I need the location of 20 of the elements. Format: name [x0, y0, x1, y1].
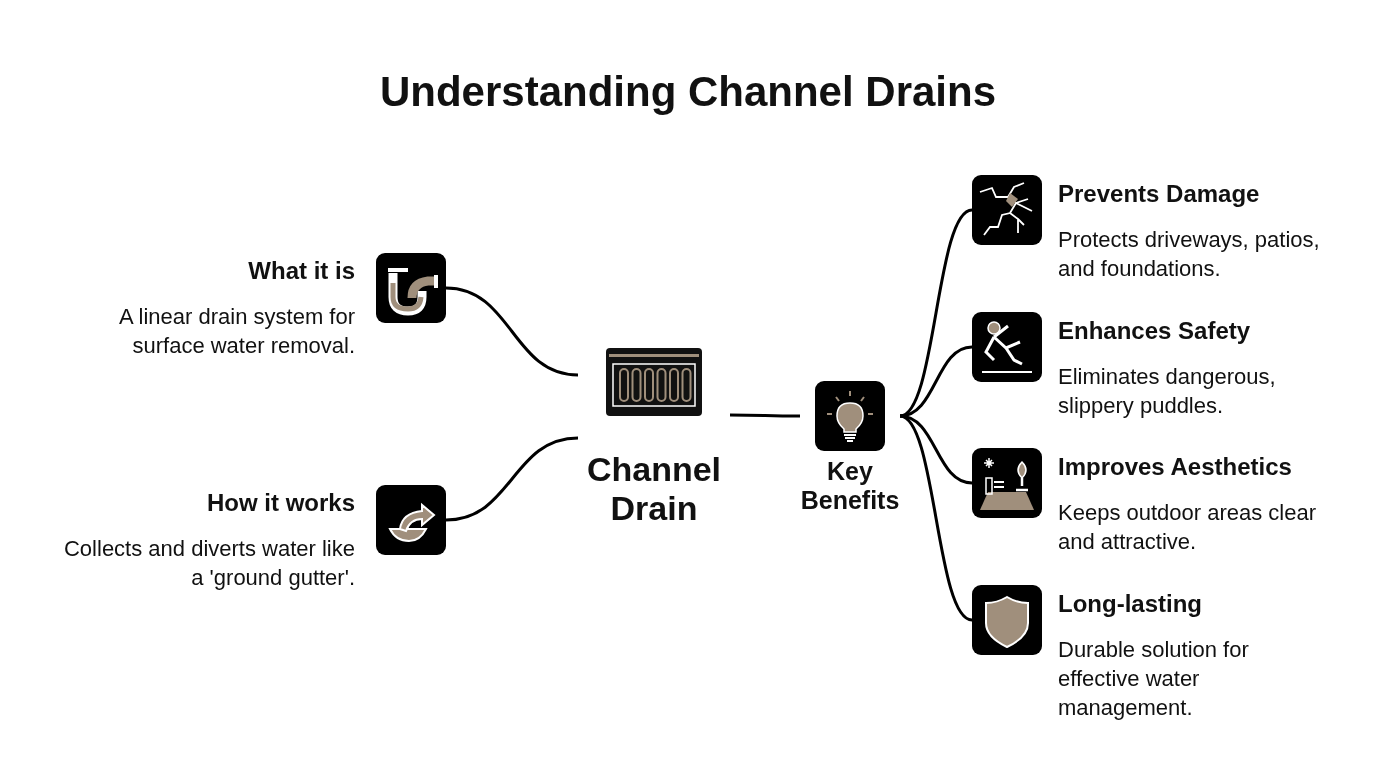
connector-line — [445, 286, 579, 377]
description: Protects driveways, patios, and foundations. — [1058, 226, 1321, 283]
heading: Long-lasting — [1058, 590, 1202, 618]
description: Eliminates dangerous, slippery puddles. — [1058, 363, 1277, 420]
heading: Prevents Damage — [1058, 180, 1260, 208]
heading: What it is — [248, 257, 355, 285]
description: Durable solution for effective water management. — [1058, 636, 1250, 722]
connector-line — [730, 413, 800, 418]
connector-line — [445, 436, 579, 522]
heading: Enhances Safety — [1058, 317, 1251, 345]
node-label: Key Benefits — [799, 457, 901, 515]
heading: How it works — [206, 489, 355, 517]
connector-line — [899, 345, 973, 418]
heading: Improves Aesthetics — [1058, 453, 1292, 481]
description: Collects and diverts water like a 'ground gutter'. — [63, 535, 355, 592]
node-label: Channel Drain — [585, 450, 723, 529]
description: Keeps outdoor areas clear and attractive. — [1058, 499, 1318, 556]
connector-line — [899, 414, 973, 622]
description: A linear drain system for surface water removal. — [118, 303, 355, 360]
title: Understanding Channel Drains — [378, 68, 998, 116]
